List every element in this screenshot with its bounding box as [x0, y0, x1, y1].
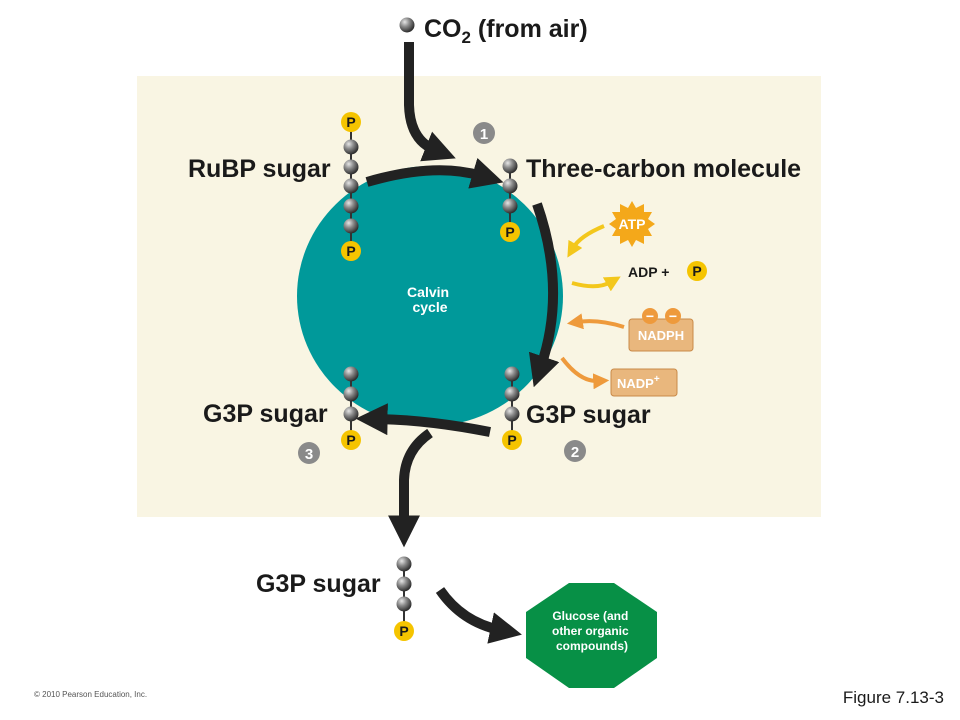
svg-text:P: P — [692, 263, 701, 279]
three-carbon-label: Three-carbon molecule — [526, 155, 801, 183]
electron-icon: − — [642, 308, 658, 324]
svg-text:P: P — [399, 623, 408, 639]
nadp-box: NADP+ — [610, 368, 678, 397]
arrow-adp-out — [571, 276, 621, 292]
g3p-bottom-molecule — [396, 556, 412, 622]
step-1-badge: 1 — [473, 122, 495, 144]
phosphate-badge: P — [341, 241, 361, 261]
g3p-right-molecule — [504, 366, 520, 432]
phosphate-badge: P — [500, 222, 520, 242]
svg-text:P: P — [346, 114, 355, 130]
svg-text:−: − — [669, 308, 677, 324]
co2-label: CO2 (from air) — [424, 15, 588, 47]
adp-label: ADP + — [628, 264, 669, 280]
svg-text:P: P — [346, 243, 355, 259]
g3p-right-label: G3P sugar — [526, 401, 651, 429]
arrow-three-carbon-to-g3p — [528, 202, 560, 388]
svg-text:Glucose (and other organ: Glucose (and other organic compounds) — [552, 609, 632, 653]
phosphate-badge: P — [687, 261, 707, 281]
svg-text:P: P — [507, 432, 516, 448]
arrow-atp-in — [567, 224, 605, 258]
rubp-molecule — [343, 130, 359, 242]
phosphate-badge: P — [341, 430, 361, 450]
svg-text:NADPH: NADPH — [638, 328, 684, 343]
svg-text:2: 2 — [571, 444, 579, 461]
co2-molecule — [399, 17, 415, 33]
svg-text:P: P — [346, 432, 355, 448]
three-carbon-molecule — [502, 158, 518, 226]
electron-icon: − — [665, 308, 681, 324]
svg-text:3: 3 — [305, 446, 313, 463]
rubp-label: RuBP sugar — [188, 155, 331, 183]
arrow-co2-in — [404, 42, 456, 162]
svg-text:1: 1 — [480, 126, 488, 143]
step-2-badge: 2 — [564, 440, 586, 462]
atp-burst: ATP — [609, 201, 655, 247]
arrow-rubp-to-three-carbon — [365, 157, 504, 189]
figure-number: Figure 7.13-3 — [843, 688, 944, 707]
arrow-nadph-in — [566, 313, 625, 330]
phosphate-badge: P — [394, 621, 414, 641]
calvin-cycle-label: Calvin cycle — [407, 284, 453, 315]
svg-text:NADP+: NADP+ — [617, 374, 660, 391]
arrow-g3p-to-g3p-left — [355, 403, 491, 437]
phosphate-badge: P — [502, 430, 522, 450]
g3p-left-label: G3P sugar — [203, 400, 328, 428]
calvin-cycle-circle — [297, 166, 563, 426]
arrow-nadp-out — [560, 356, 610, 390]
g3p-left-molecule — [343, 366, 359, 432]
nadph-box: NADPH — [628, 318, 694, 352]
arrow-g3p-out — [387, 428, 433, 548]
phosphate-badge: P — [341, 112, 361, 132]
arrow-to-glucose — [435, 587, 522, 644]
g3p-bottom-label: G3P sugar — [256, 570, 381, 598]
copyright-text: © 2010 Pearson Education, Inc. — [34, 690, 147, 699]
svg-text:−: − — [646, 308, 654, 324]
glucose-product: Glucose (and other organic compounds) — [526, 583, 657, 688]
svg-text:P: P — [505, 224, 514, 240]
svg-text:ATP: ATP — [619, 216, 646, 232]
step-3-badge: 3 — [298, 442, 320, 464]
